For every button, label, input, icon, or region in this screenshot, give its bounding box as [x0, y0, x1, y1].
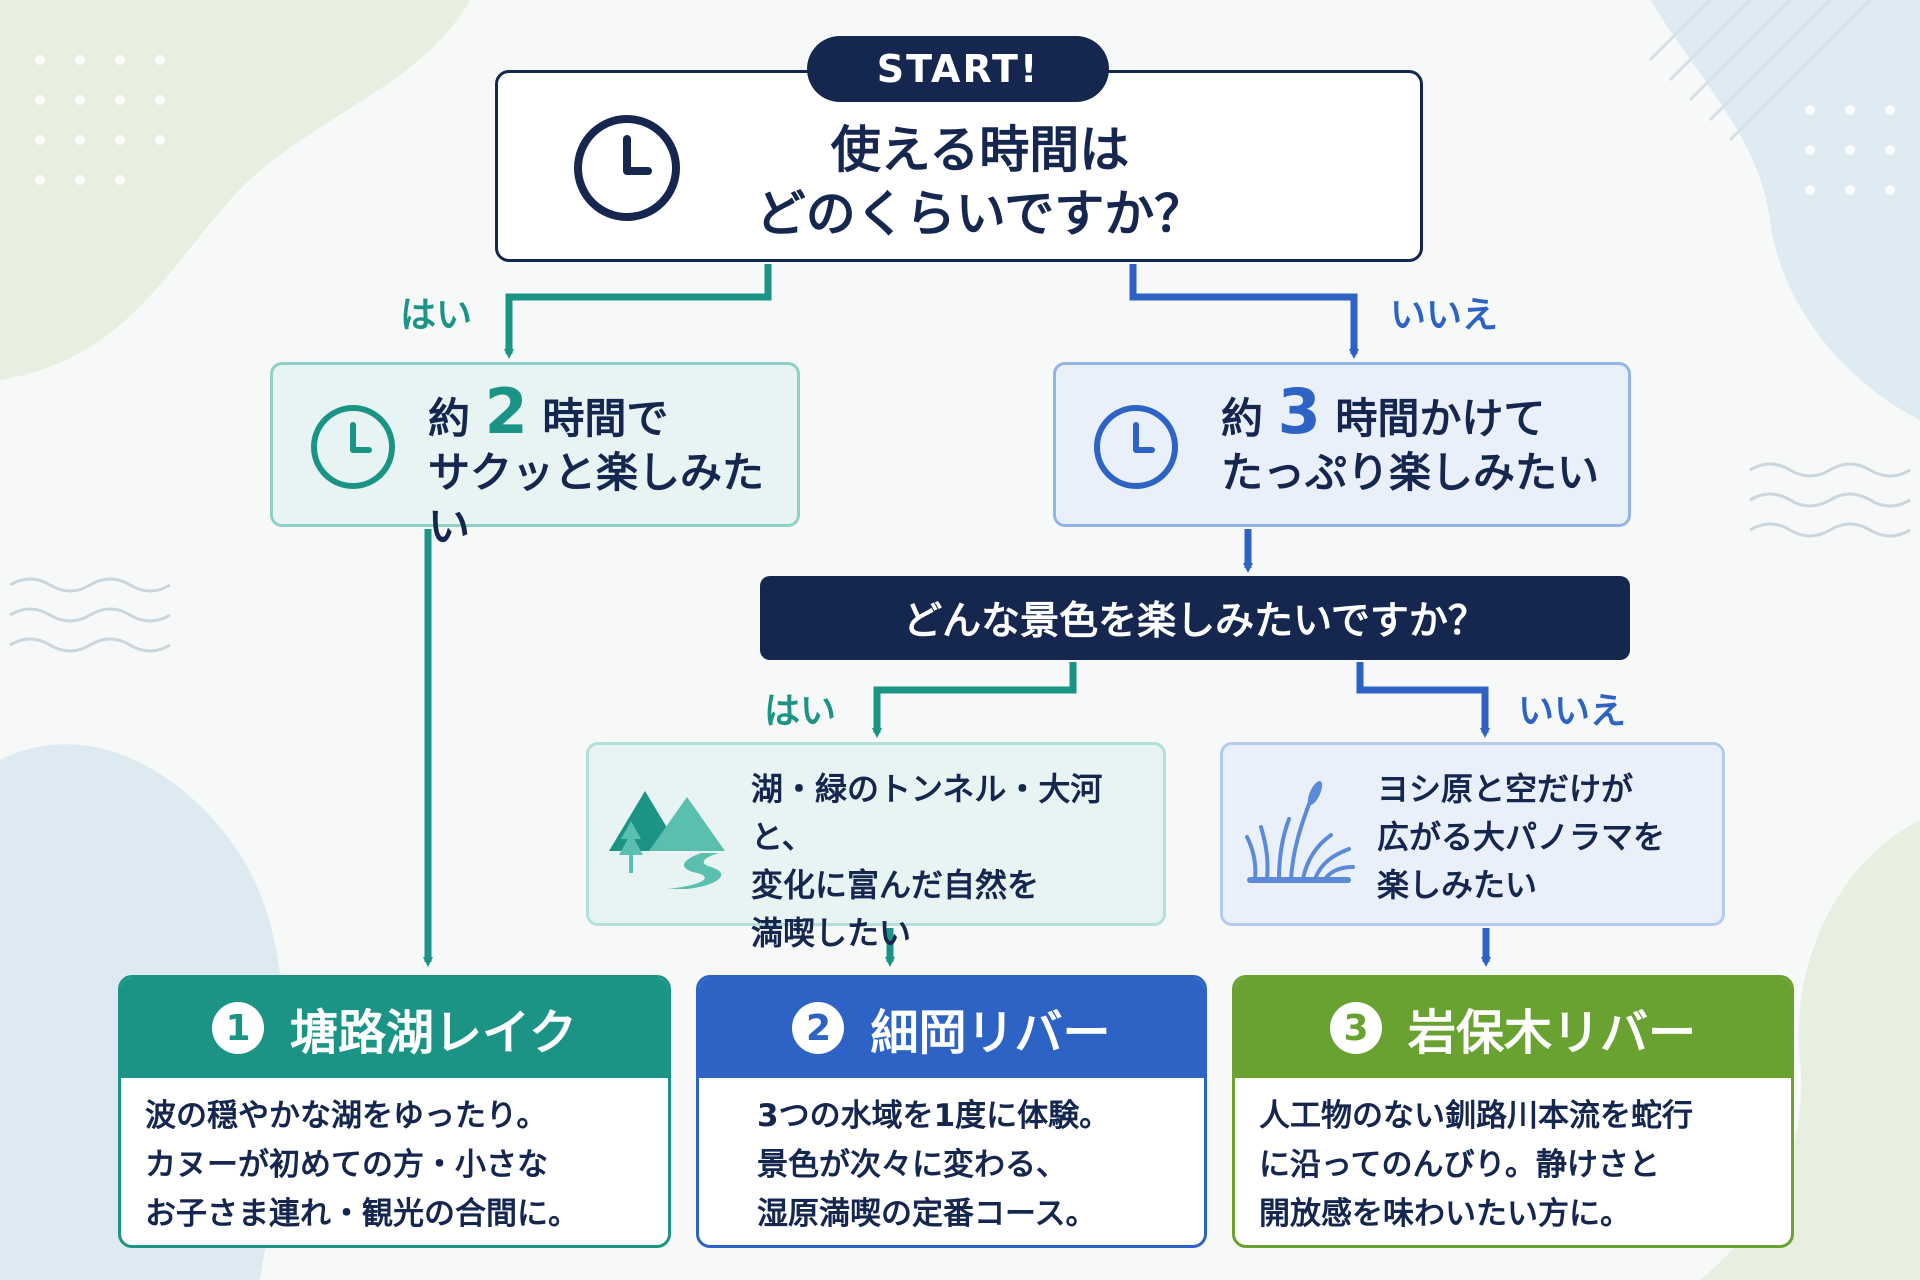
no-label-2: いいえ: [1518, 691, 1627, 732]
result-description-line: カヌーが初めての方・小さな: [145, 1147, 548, 1183]
result-number-badge: 3: [1329, 1002, 1382, 1054]
start-badge: START!: [807, 36, 1109, 102]
bg-dots-right: [1805, 105, 1895, 195]
result-card-hosooka-river[interactable]: 2 細岡リバー 3つの水域を1度に体験。 景色が次々に変わる、 湿原満喫の定番コ…: [696, 975, 1207, 1248]
option-2-hours-prefix: 約: [428, 394, 471, 443]
bg-blob-top-left: [0, 0, 470, 380]
connector-no-2: [1356, 662, 1490, 738]
result-description-line: 開放感を味わいたい方に。: [1259, 1196, 1631, 1232]
result-number-badge: 1: [211, 1002, 264, 1054]
option-3-hours-line1: 約 3 時間かけて: [1221, 381, 1599, 446]
option-3-hours-prefix: 約: [1221, 394, 1264, 443]
result-description: 3つの水域を1度に体験。 景色が次々に変わる、 湿原満喫の定番コース。: [699, 1078, 1204, 1239]
option-3-hours[interactable]: 約 3 時間かけて たっぷり楽しみたい: [1053, 362, 1631, 527]
option-wide-panorama-line1: ヨシ原と空だけが: [1377, 770, 1634, 808]
start-question-box: [495, 70, 1423, 262]
option-2-hours-line2: サクッと楽しみたい: [428, 448, 765, 551]
result-description-line: 3つの水域を1度に体験。: [757, 1098, 1111, 1134]
result-description: 波の穏やかな湖をゆったり。 カヌーが初めての方・小さな お子さま連れ・観光の合間…: [121, 1078, 668, 1239]
option-3-hours-text: 約 3 時間かけて たっぷり楽しみたい: [1221, 381, 1600, 500]
bg-waves-right: [1749, 462, 1911, 538]
result-card-header: 3 岩保木リバー: [1235, 978, 1791, 1078]
clock-icon: [1094, 405, 1178, 489]
result-title: 塘路湖レイク: [289, 1005, 578, 1061]
bg-blob-top-right: [1650, 0, 1920, 420]
option-2-hours-text: 約 2 時間で サクッと楽しみたい: [428, 381, 797, 554]
result-title: 細岡リバー: [870, 1005, 1111, 1061]
clock-icon: [574, 115, 680, 221]
option-varied-nature-line1: 湖・緑のトンネル・大河と、: [751, 770, 1103, 856]
clock-icon: [311, 405, 395, 489]
option-3-hours-number: 3: [1277, 375, 1321, 448]
option-varied-nature[interactable]: 湖・緑のトンネル・大河と、 変化に富んだ自然を 満喫したい: [586, 742, 1166, 952]
option-wide-panorama-line3: 楽しみたい: [1377, 866, 1538, 904]
result-description-line: 波の穏やかな湖をゆったり。: [145, 1098, 548, 1134]
bg-waves-left: [9, 577, 171, 653]
option-wide-panorama-line2: 広がる大パノラマを: [1377, 818, 1666, 856]
option-varied-nature-text: 湖・緑のトンネル・大河と、 変化に富んだ自然を 満喫したい: [751, 765, 1163, 957]
mountain-river-icon: [609, 791, 725, 889]
bg-dots-left: [35, 55, 165, 185]
option-3-hours-line2: たっぷり楽しみたい: [1221, 448, 1600, 497]
option-2-hours-line1: 約 2 時間で: [428, 381, 797, 446]
start-question-text: 使える時間は どのくらいですか？: [700, 118, 1260, 246]
option-varied-nature-line2: 変化に富んだ自然を: [751, 866, 1040, 904]
connector-yes-1: [504, 264, 772, 359]
option-3-hours-suffix: 時間かけて: [1335, 394, 1546, 443]
result-number-badge: 2: [792, 1002, 845, 1054]
option-2-hours-number: 2: [484, 375, 528, 448]
result-card-header: 1 塘路湖レイク: [121, 978, 668, 1078]
connector-no-1: [1129, 264, 1359, 359]
bg-diagonal-stripes: [1648, 0, 1872, 142]
option-wide-panorama[interactable]: ヨシ原と空だけが 広がる大パノラマを 楽しみたい: [1220, 742, 1725, 926]
no-label-1: いいえ: [1390, 295, 1499, 336]
option-varied-nature-line3: 満喫したい: [751, 914, 912, 952]
yes-label-1: はい: [400, 295, 473, 336]
result-card-toro-lake[interactable]: 1 塘路湖レイク 波の穏やかな湖をゆったり。 カヌーが初めての方・小さな お子さ…: [118, 975, 671, 1248]
option-2-hours-suffix: 時間で: [542, 394, 669, 443]
bg-blob-bottom-right: [1700, 820, 1920, 1280]
start-question-line1: 使える時間は: [830, 121, 1130, 179]
connector-yes-2: [872, 662, 1077, 738]
result-description-line: 景色が次々に変わる、: [757, 1147, 1067, 1183]
result-title: 岩保木リバー: [1407, 1005, 1696, 1061]
option-wide-panorama-text: ヨシ原と空だけが 広がる大パノラマを 楽しみたい: [1377, 765, 1665, 909]
result-description-line: お子さま連れ・観光の合間に。: [145, 1196, 579, 1232]
result-card-header: 2 細岡リバー: [699, 978, 1204, 1078]
result-description-line: 人工物のない釧路川本流を蛇行: [1259, 1098, 1693, 1134]
reed-grass-icon: [1245, 781, 1355, 883]
result-description-line: 湿原満喫の定番コース。: [757, 1196, 1097, 1232]
option-2-hours[interactable]: 約 2 時間で サクッと楽しみたい: [270, 362, 800, 551]
scenery-question: どんな景色を楽しみたいですか？: [760, 576, 1630, 660]
start-question-line2: どのくらいですか？: [755, 185, 1205, 243]
result-description: 人工物のない釧路川本流を蛇行 に沿ってのんびり。静けさと 開放感を味わいたい方に…: [1235, 1078, 1791, 1239]
yes-label-2: はい: [764, 691, 837, 732]
result-description-line: に沿ってのんびり。静けさと: [1259, 1147, 1660, 1183]
result-card-iwabokki-river[interactable]: 3 岩保木リバー 人工物のない釧路川本流を蛇行 に沿ってのんびり。静けさと 開放…: [1232, 975, 1794, 1248]
